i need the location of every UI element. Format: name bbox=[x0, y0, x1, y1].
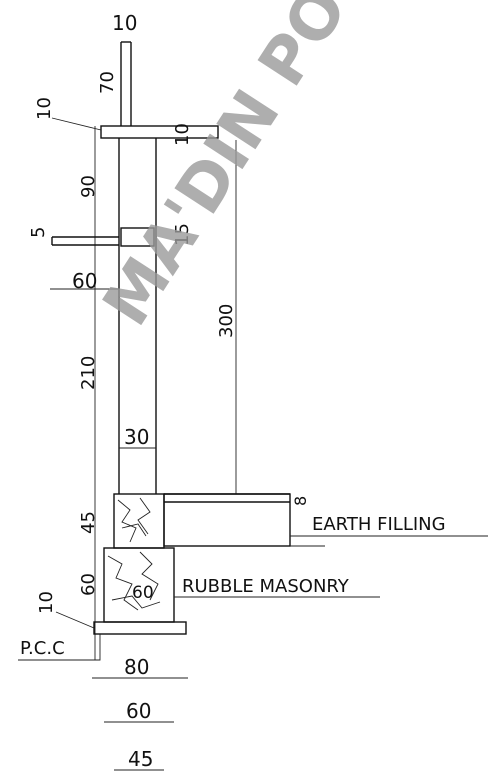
dim-base-width-lower: 60 bbox=[126, 699, 151, 723]
dim-base-width-pcc: 80 bbox=[124, 655, 149, 679]
dim-slab-offset: 10 bbox=[34, 97, 55, 120]
side-rail bbox=[51, 227, 155, 247]
top-slab bbox=[100, 125, 219, 139]
label-rubble-masonry: RUBBLE MASONRY bbox=[182, 576, 350, 597]
dim-top-bar-width: 10 bbox=[112, 11, 137, 35]
label-pcc: P.C.C bbox=[20, 638, 65, 659]
dim-masonry-upper-height: 45 bbox=[78, 511, 99, 534]
dim-slab-thickness: 10 bbox=[172, 123, 193, 146]
dim-wall-width: 30 bbox=[124, 425, 149, 449]
dim-masonry-lower-height: 60 bbox=[78, 573, 99, 596]
watermark: MA'DIN PO bbox=[89, 0, 362, 339]
dim-masonry-inner-width: 60 bbox=[132, 583, 154, 603]
earth-filling-block bbox=[163, 493, 488, 547]
dim-base-width-upper: 45 bbox=[128, 747, 153, 771]
dim-post-height-above-rail: 90 bbox=[78, 175, 99, 198]
dim-rail-depth: 60 bbox=[72, 269, 97, 293]
dim-total-height: 300 bbox=[216, 304, 237, 338]
label-earth-filling: EARTH FILLING bbox=[312, 514, 446, 535]
dim-rail-thickness: 5 bbox=[28, 227, 49, 238]
slab-leader bbox=[51, 117, 102, 131]
dim-filling-depth: 8 bbox=[291, 496, 310, 506]
dim-pcc-thickness: 10 bbox=[36, 591, 57, 614]
pcc-base bbox=[93, 621, 187, 635]
dim-upper-post-height: 70 bbox=[97, 71, 118, 94]
dim-rail-length: 15 bbox=[172, 223, 193, 246]
dim-lower-wall-height: 210 bbox=[78, 356, 99, 390]
main-wall bbox=[118, 138, 157, 494]
top-post bbox=[120, 41, 132, 126]
pcc-leader bbox=[55, 611, 95, 629]
